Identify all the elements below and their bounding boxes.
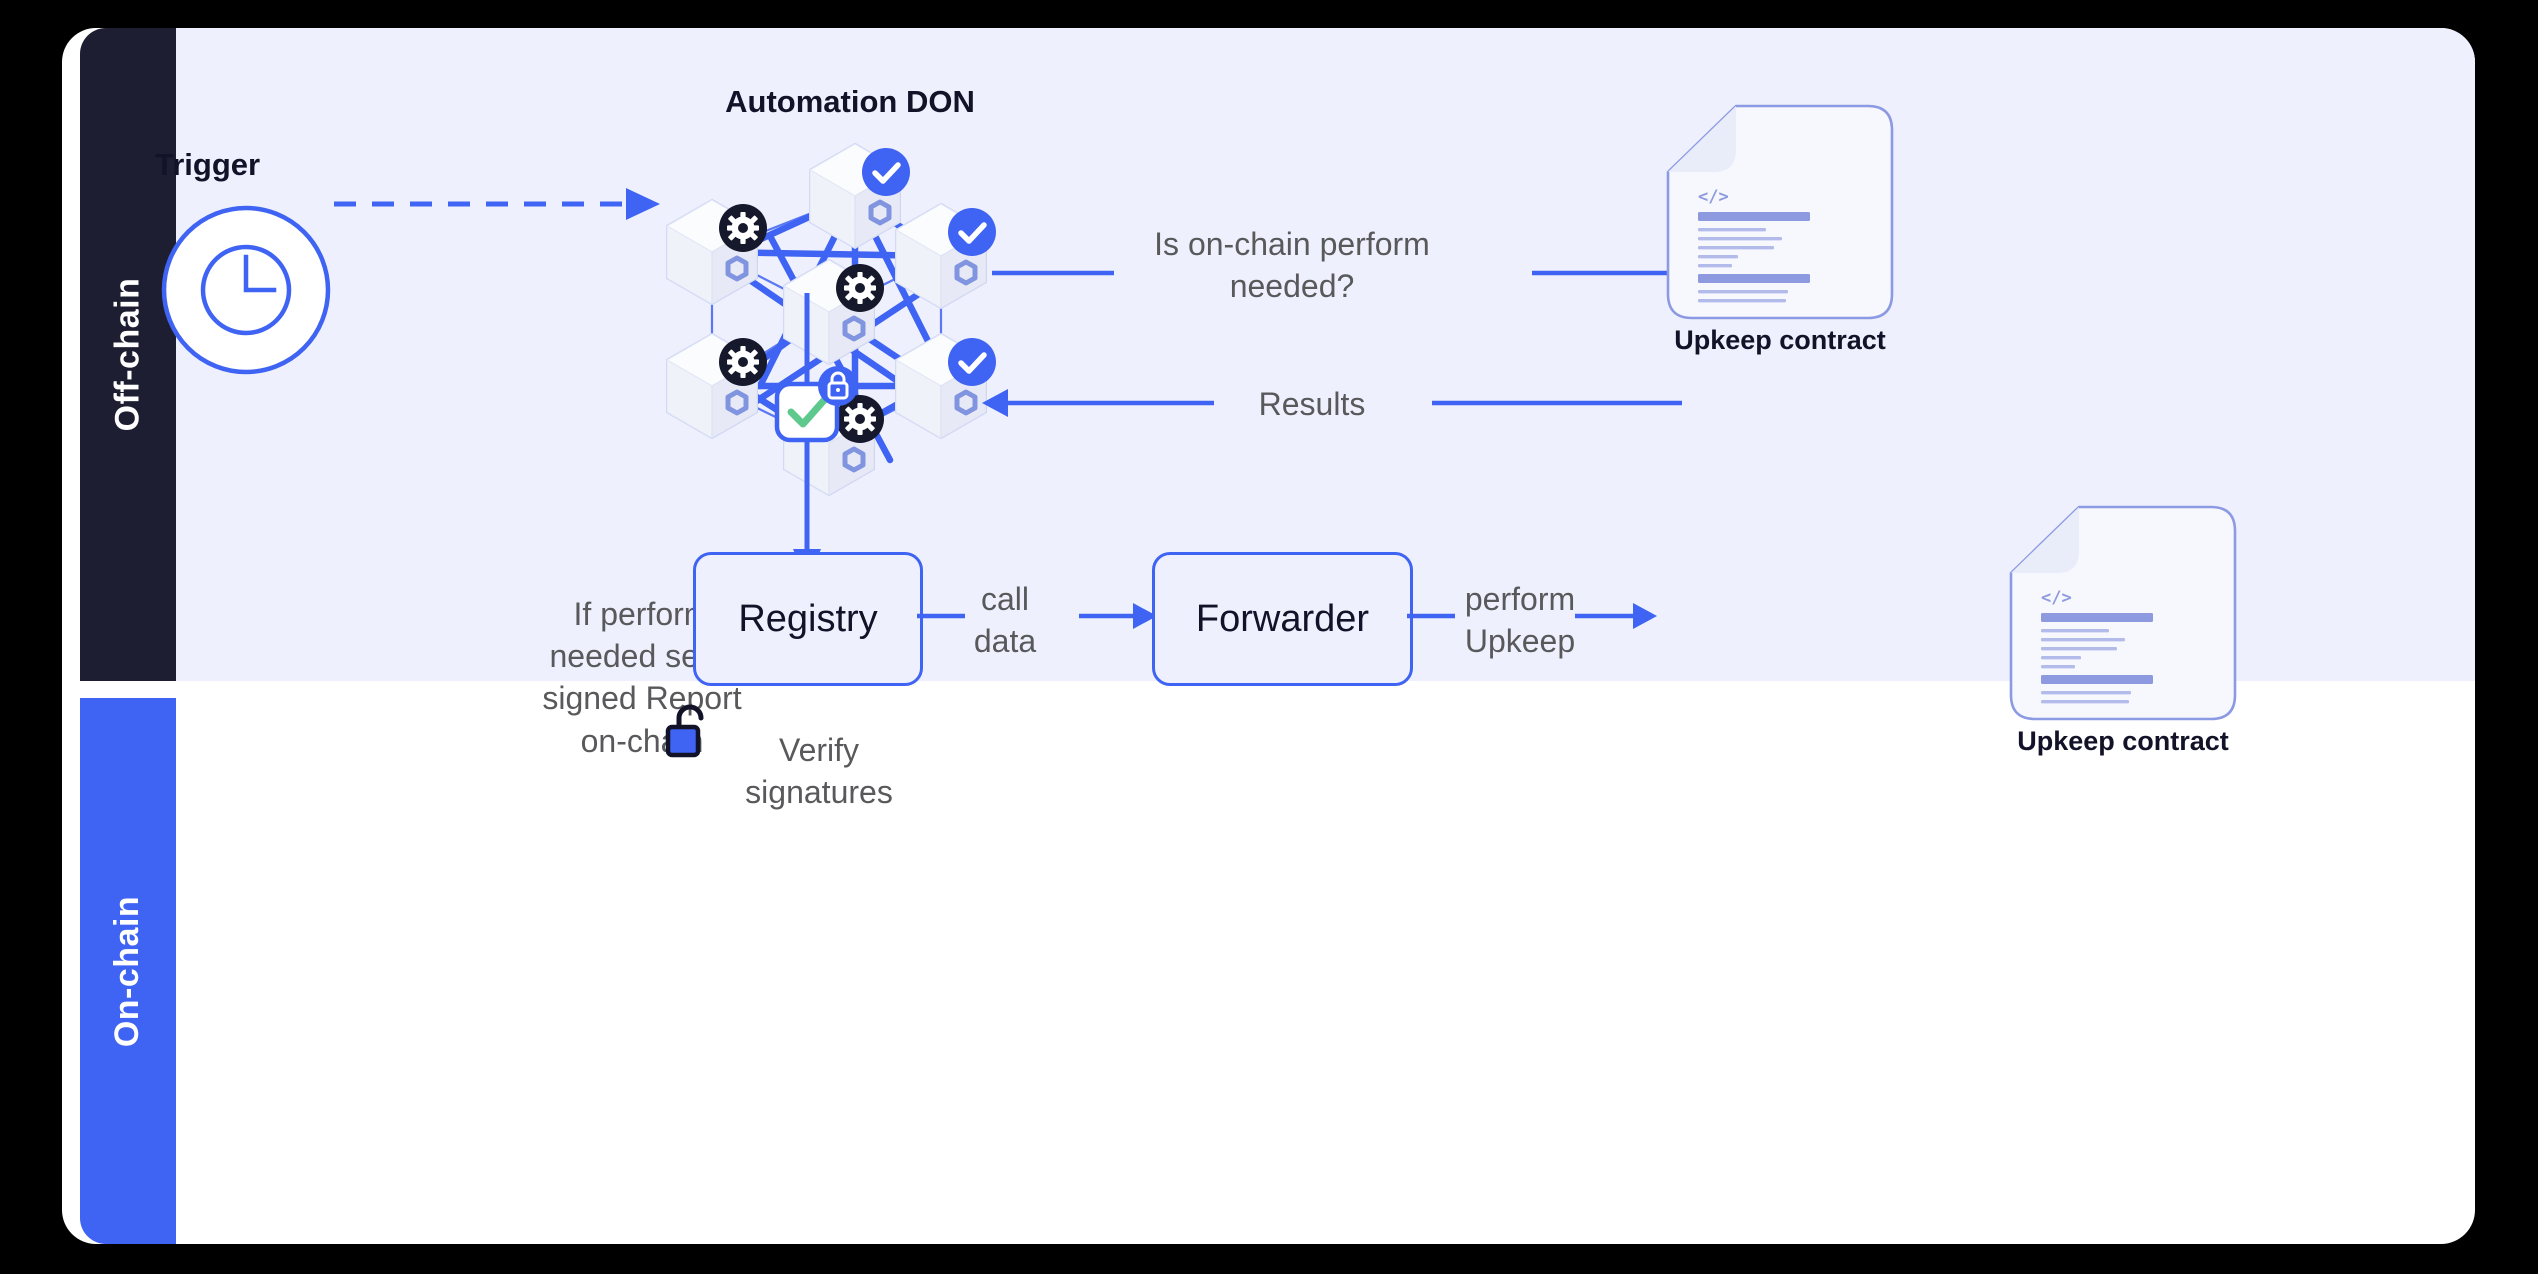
lock-open-icon	[665, 704, 704, 758]
don-node-right-lower	[896, 334, 996, 438]
trigger-to-don-arrow	[334, 188, 660, 220]
don-title: Automation DON	[725, 84, 975, 119]
signed-report-icon	[774, 366, 858, 443]
lock-closed-icon	[818, 366, 858, 406]
query-label-line-1: Is on-chain perform	[1154, 226, 1430, 262]
upkeep-contract-label-onchain: Upkeep contract	[2017, 726, 2229, 756]
verify-signatures-label: Verify signatures	[654, 693, 914, 813]
diagram-card: Off-chain On-chain Trigger Automation DO…	[62, 28, 2475, 1244]
verify-signatures-line-2: signatures	[745, 774, 893, 811]
call-data-line-1: call	[980, 581, 1029, 617]
upkeep-contract-doc-onchain: </>	[2009, 505, 2237, 721]
upkeep-contract-doc-offchain: </>	[1666, 104, 1894, 320]
clock-icon	[161, 205, 331, 375]
upkeep-contract-label-offchain: Upkeep contract	[1674, 325, 1886, 355]
forwarder-to-contract-arrow	[1407, 603, 1657, 629]
signed-report-label-line-1: If perform	[573, 596, 711, 632]
forwarder-box[interactable]: Forwarder	[1152, 552, 1413, 686]
results-label: Results	[1258, 386, 1366, 422]
trigger-label: Trigger	[155, 147, 261, 182]
results-arrow	[982, 389, 1682, 417]
don-node-right-upper	[896, 204, 996, 308]
lane-label-offchain: Off-chain	[80, 28, 176, 681]
perform-upkeep-line-2: Upkeep	[1464, 623, 1576, 660]
lane-label-onchain: On-chain	[80, 698, 176, 1244]
verify-signatures-line-1: Verify	[778, 732, 860, 768]
lane-label-onchain-text: On-chain	[108, 895, 147, 1047]
lane-label-offchain-text: Off-chain	[108, 277, 147, 432]
registry-to-forwarder-arrow	[917, 603, 1157, 629]
perform-upkeep-label: perform Upkeep	[1430, 578, 1610, 662]
query-label-line-2: needed?	[1229, 268, 1355, 305]
don-node-left-upper	[667, 200, 767, 304]
perform-upkeep-line-1: perform	[1464, 581, 1576, 617]
call-data-line-2: data	[973, 623, 1037, 660]
call-data-label: call data	[935, 578, 1075, 662]
signed-report-label-line-3: signed Report	[542, 680, 742, 717]
query-label: Is on-chain perform needed?	[1082, 223, 1502, 307]
svg-text:</>: </>	[1698, 187, 1729, 207]
don-node-left-lower	[667, 334, 767, 438]
registry-box[interactable]: Registry	[693, 552, 923, 686]
automation-don-network	[640, 140, 1100, 540]
svg-text:</>: </>	[2041, 588, 2072, 608]
query-arrow	[992, 259, 1702, 287]
